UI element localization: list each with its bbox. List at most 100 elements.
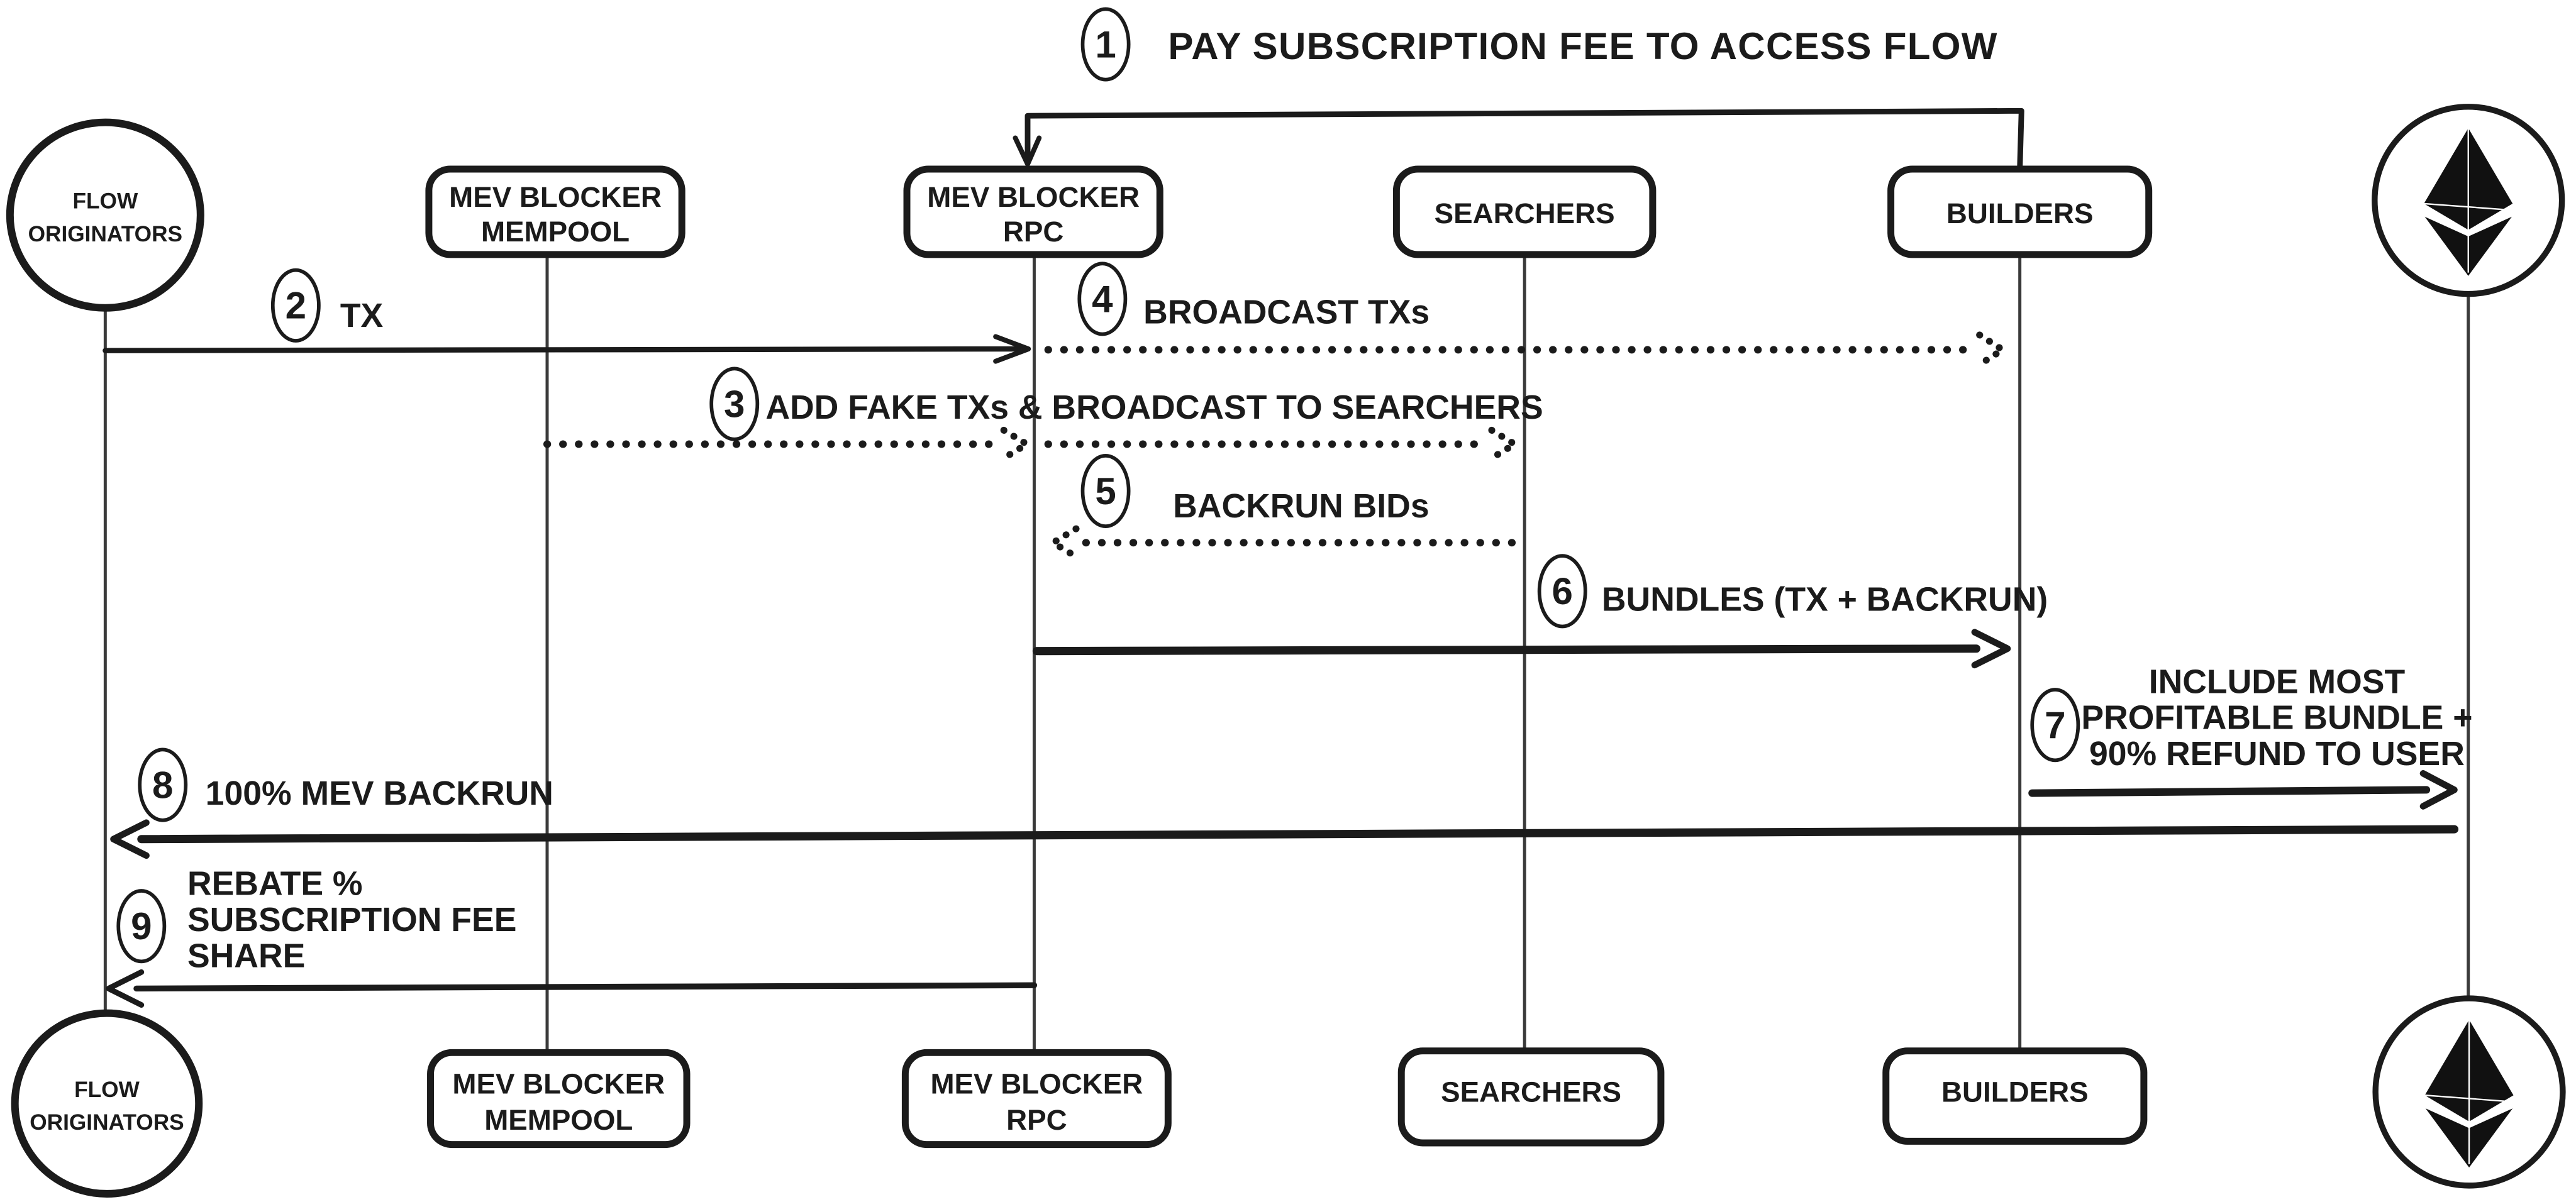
actor-builders-bottom: BUILDERS <box>1882 1047 2148 1145</box>
mev-blocker-rpc-box-bottom <box>901 1049 1172 1149</box>
actor-ethereum-top <box>2372 104 2565 297</box>
step-8-number-circle <box>138 747 188 822</box>
ethereum-crease-diagonal-bottom <box>2424 1094 2514 1103</box>
step-5-number-circle <box>1080 453 1131 529</box>
step-7-number: 7 <box>2045 704 2065 746</box>
step-2-number: 2 <box>286 285 306 327</box>
actor-flow-originators-bottom: FLOW ORIGINATORS <box>11 1009 203 1198</box>
message-7-arrowhead-right <box>2419 770 2458 810</box>
message-7-line <box>2028 786 2431 797</box>
mev-blocker-rpc-box-top <box>903 165 1163 258</box>
step-4-label: BROADCAST TXs <box>1143 294 1430 331</box>
mev-blocker-mempool-label-line2: MEMPOOL <box>481 216 630 248</box>
builders-box-top <box>1887 165 2153 258</box>
message-1-arrowhead-down <box>1013 135 1042 167</box>
ethereum-crease-diagonal-top <box>2424 202 2513 211</box>
flow-originators-label-line2: ORIGINATORS <box>28 222 182 246</box>
step-7-label-line1: INCLUDE MOST <box>2149 663 2406 700</box>
step-1-number: 1 <box>1095 23 1116 65</box>
step-4-number-circle <box>1077 262 1128 336</box>
ethereum-circle-top <box>2372 104 2565 297</box>
step-2-label: TX <box>340 297 384 334</box>
message-9-rebate-share: 9 REBATE % SUBSCRIPTION FEE SHARE <box>106 866 1038 1008</box>
step-3-number-circle <box>709 367 760 441</box>
builders-label-bottom: BUILDERS <box>1941 1076 2089 1108</box>
message-5-dotted-arrowhead-left <box>1046 525 1080 560</box>
message-6-arrowhead-right <box>1971 629 2011 669</box>
message-5-backrun-bids: 5 BACKRUN BIDs <box>1046 453 1529 560</box>
flow-originators-circle-bottom <box>11 1009 203 1198</box>
step-6-number-circle <box>1537 554 1587 629</box>
step-2-number-circle <box>270 268 321 343</box>
step-9-number: 9 <box>131 905 152 947</box>
builders-label-top: BUILDERS <box>1946 197 2094 229</box>
actor-mev-blocker-mempool-top: MEV BLOCKER MEMPOOL <box>425 165 686 258</box>
actor-builders-top: BUILDERS <box>1887 165 2153 258</box>
mev-blocker-mempool-box-top <box>425 165 686 258</box>
flow-originators-label-line1-bottom: FLOW <box>74 1078 140 1102</box>
actor-ethereum-bottom <box>2372 995 2566 1189</box>
message-9-line <box>133 982 1038 992</box>
actor-searchers-top: SEARCHERS <box>1392 165 1657 258</box>
message-2-arrowhead-right <box>993 334 1031 364</box>
searchers-box-top <box>1392 165 1657 258</box>
message-7-include-bundle: 7 INCLUDE MOST PROFITABLE BUNDLE + 90% R… <box>2028 663 2472 810</box>
message-4-broadcast-txs: 4 BROADCAST TXs <box>1044 262 2009 368</box>
searchers-label-bottom: SEARCHERS <box>1441 1076 1621 1108</box>
step-1-number-circle <box>1080 7 1131 82</box>
actor-flow-originators-top: FLOW ORIGINATORS <box>6 118 204 312</box>
step-5-label: BACKRUN BIDs <box>1173 488 1429 525</box>
step-9-label-line3: SHARE <box>187 937 305 974</box>
message-6-line <box>1032 644 1980 656</box>
flow-originators-label-line2-bottom: ORIGINATORS <box>30 1110 184 1135</box>
step-9-label-line1: REBATE % <box>187 866 363 903</box>
message-3a-dotted-arrowhead-right <box>1000 426 1034 462</box>
message-3b-dotted-arrowhead-right <box>1488 426 1522 462</box>
mev-blocker-mempool-label-line1-bottom: MEV BLOCKER <box>452 1068 665 1100</box>
step-8-label: 100% MEV BACKRUN <box>206 775 553 812</box>
ethereum-circle-bottom <box>2372 995 2566 1189</box>
mev-blocker-mempool-box-bottom <box>427 1049 691 1149</box>
message-8-line <box>137 825 2459 844</box>
step-9-label-line2: SUBSCRIPTION FEE <box>187 902 516 939</box>
step-4-number: 4 <box>1092 278 1113 320</box>
message-1-path <box>1024 108 2024 172</box>
message-2-tx: 2 TX <box>103 268 1031 364</box>
mev-blocker-rpc-label-line1-bottom: MEV BLOCKER <box>931 1068 1143 1100</box>
message-1-pay-subscription-fee: 1 PAY SUBSCRIPTION FEE TO ACCESS FLOW <box>1013 7 2024 172</box>
message-8-arrowhead-left <box>110 819 150 859</box>
step-7-number-circle <box>2030 688 2080 763</box>
message-2-line <box>103 346 1021 353</box>
actor-searchers-bottom: SEARCHERS <box>1397 1047 1665 1147</box>
mev-blocker-rpc-label-line2-bottom: RPC <box>1006 1104 1067 1136</box>
actor-mev-blocker-rpc-top: MEV BLOCKER RPC <box>903 165 1163 258</box>
mev-blocker-rpc-label-line2: RPC <box>1003 216 1064 248</box>
step-7-label-line3: 90% REFUND TO USER <box>2089 736 2465 773</box>
step-6-label: BUNDLES (TX + BACKRUN) <box>1602 582 2048 619</box>
flow-originators-label-line1: FLOW <box>72 189 138 214</box>
step-7-label-line2: PROFITABLE BUNDLE + <box>2081 700 2472 737</box>
step-9-number-circle <box>116 889 167 964</box>
message-9-arrowhead-left <box>106 969 145 1008</box>
message-4-dotted-arrowhead-right <box>1976 331 2009 368</box>
builders-box-bottom <box>1882 1047 2148 1145</box>
step-6-number: 6 <box>1552 570 1573 612</box>
actor-mev-blocker-rpc-bottom: MEV BLOCKER RPC <box>901 1049 1172 1149</box>
searchers-box-bottom <box>1397 1047 1665 1147</box>
message-8-mev-backrun: 8 100% MEV BACKRUN <box>110 747 2459 859</box>
step-5-number: 5 <box>1095 470 1116 512</box>
step-8-number: 8 <box>152 764 173 806</box>
flow-originators-circle-top <box>6 118 204 312</box>
mev-blocker-mempool-label-line1: MEV BLOCKER <box>449 181 662 213</box>
mev-blocker-mempool-label-line2-bottom: MEMPOOL <box>484 1104 633 1136</box>
message-6-bundles: 6 BUNDLES (TX + BACKRUN) <box>1032 554 2048 669</box>
searchers-label-top: SEARCHERS <box>1435 197 1615 229</box>
ethereum-icon <box>2424 128 2513 276</box>
actor-mev-blocker-mempool-bottom: MEV BLOCKER MEMPOOL <box>427 1049 691 1149</box>
mev-blocker-rpc-label-line1: MEV BLOCKER <box>927 181 1140 213</box>
step-1-label: PAY SUBSCRIPTION FEE TO ACCESS FLOW <box>1168 25 1997 67</box>
step-3-number: 3 <box>724 383 745 425</box>
step-3-label: ADD FAKE TXs & BROADCAST TO SEARCHERS <box>765 389 1543 426</box>
